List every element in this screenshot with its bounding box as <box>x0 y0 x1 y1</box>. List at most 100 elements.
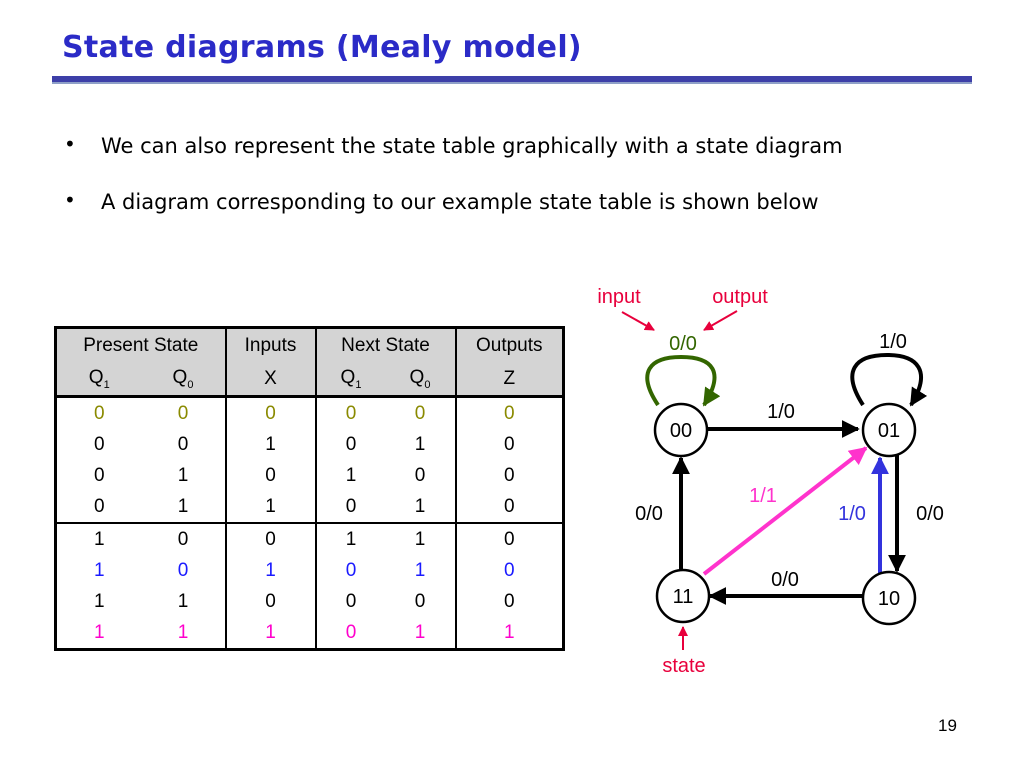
table-cell: 0 <box>55 491 142 524</box>
header-inputs: Inputs <box>225 327 317 363</box>
table-cell: 1 <box>225 491 317 524</box>
table-cell: 0 <box>141 523 227 555</box>
table-cell: 0 <box>385 586 457 617</box>
annotation-output: output <box>712 286 768 308</box>
table-cell: 1 <box>385 429 457 460</box>
header-next-state: Next State <box>315 327 457 363</box>
state-node-00 <box>653 402 709 458</box>
page-number: 19 <box>938 716 957 735</box>
state-node-01 <box>861 402 917 458</box>
table-cell: 0 <box>141 555 227 586</box>
state-table: Present State Inputs Next State Outputs … <box>54 326 565 651</box>
table-cell: 0 <box>225 586 317 617</box>
label-01-to-10: 0/0 <box>916 503 944 525</box>
subheader-label: Q1 <box>88 367 110 391</box>
table-cell: 0 <box>345 621 357 643</box>
label-11-to-01: 1/1 <box>749 485 777 507</box>
table-cell: 1 <box>345 528 357 550</box>
table-cell: 0 <box>225 460 317 491</box>
table-cell: 0 <box>503 590 515 612</box>
table-cell: 0 <box>141 396 227 429</box>
table-cell: 1 <box>141 617 227 650</box>
subheader-label: Q0 <box>172 367 194 391</box>
subheader-label: Q1 <box>340 367 362 391</box>
subheader-z: Z <box>455 363 564 398</box>
table-cell: 1 <box>385 491 457 524</box>
bullet-dot: • <box>64 188 76 212</box>
subscript: 1 <box>355 378 362 391</box>
table-cell: 1 <box>93 559 105 581</box>
slide-title: State diagrams (Mealy model) <box>62 30 582 65</box>
table-cell: 0 <box>455 491 564 524</box>
label-10-to-01: 1/0 <box>838 503 866 525</box>
output-pointer-arrow <box>703 310 738 331</box>
table-cell: 1 <box>225 429 317 460</box>
label-10-to-11: 0/0 <box>771 569 799 591</box>
table-cell: 1 <box>141 491 227 524</box>
table-cell: 0 <box>385 460 457 491</box>
table-cell: 0 <box>503 464 515 486</box>
arrow-11-to-01 <box>702 446 868 576</box>
table-cell: 1 <box>141 586 227 617</box>
subheader-q0: Q0 <box>141 363 227 398</box>
state-label-11: 11 <box>673 586 694 608</box>
table-cell: 0 <box>345 402 357 424</box>
table-cell: 0 <box>225 396 317 429</box>
subscript: 0 <box>424 378 431 391</box>
table-cell: 1 <box>225 617 317 650</box>
table-cell: 1 <box>141 460 227 491</box>
table-header-row: Present State Inputs Next State Outputs <box>55 327 564 363</box>
table-cell: 0 <box>503 402 515 424</box>
table-cell: 1 <box>385 523 457 555</box>
subheader-label: Z <box>503 368 516 389</box>
annotation-state: state <box>662 655 705 677</box>
table-cell: 1 <box>93 621 105 643</box>
input-pointer-arrow <box>621 311 655 331</box>
table-cell: 0 <box>93 464 105 486</box>
subheader-label: X <box>264 368 277 389</box>
table-cell: 1 <box>385 617 457 650</box>
table-cell: 0 <box>385 396 457 429</box>
bullet-text: We can also represent the state table gr… <box>101 134 843 158</box>
table-cell: 1 <box>225 555 317 586</box>
subscript: 1 <box>103 378 110 391</box>
state-label-00: 00 <box>670 420 692 442</box>
header-outputs: Outputs <box>455 327 564 363</box>
table-subheader-row: Q1 Q0 X Q1 Q0 Z <box>55 363 564 398</box>
label-11-to-00: 0/0 <box>635 503 663 525</box>
table-cell: 1 <box>345 464 357 486</box>
table-cell: 0 <box>503 559 515 581</box>
subheader-x: X <box>225 363 317 398</box>
label-01-self: 1/0 <box>879 331 907 353</box>
subscript: 0 <box>187 378 194 391</box>
self-loop-00 <box>645 354 721 407</box>
label-00-to-01: 1/0 <box>767 401 795 423</box>
subheader-label: Q0 <box>409 367 431 391</box>
table-cell: 0 <box>503 528 515 550</box>
state-label-10: 10 <box>878 588 900 610</box>
title-rule <box>52 76 972 84</box>
table-cell: 0 <box>503 433 515 455</box>
state-node-10 <box>861 570 917 626</box>
label-00-self: 0/0 <box>669 333 697 355</box>
subheader-next-q1: Q1 <box>315 363 386 398</box>
self-loop-01 <box>850 352 928 407</box>
table-cell: 1 <box>93 528 105 550</box>
table-cell: 0 <box>93 402 105 424</box>
table-cell: 1 <box>93 590 105 612</box>
table-cell: 0 <box>141 429 227 460</box>
bullet-text: A diagram corresponding to our example s… <box>101 190 819 214</box>
table-cell: 0 <box>93 433 105 455</box>
state-label-01: 01 <box>878 420 900 442</box>
header-present-state: Present State <box>55 327 227 363</box>
subheader-next-q0: Q0 <box>385 363 457 398</box>
